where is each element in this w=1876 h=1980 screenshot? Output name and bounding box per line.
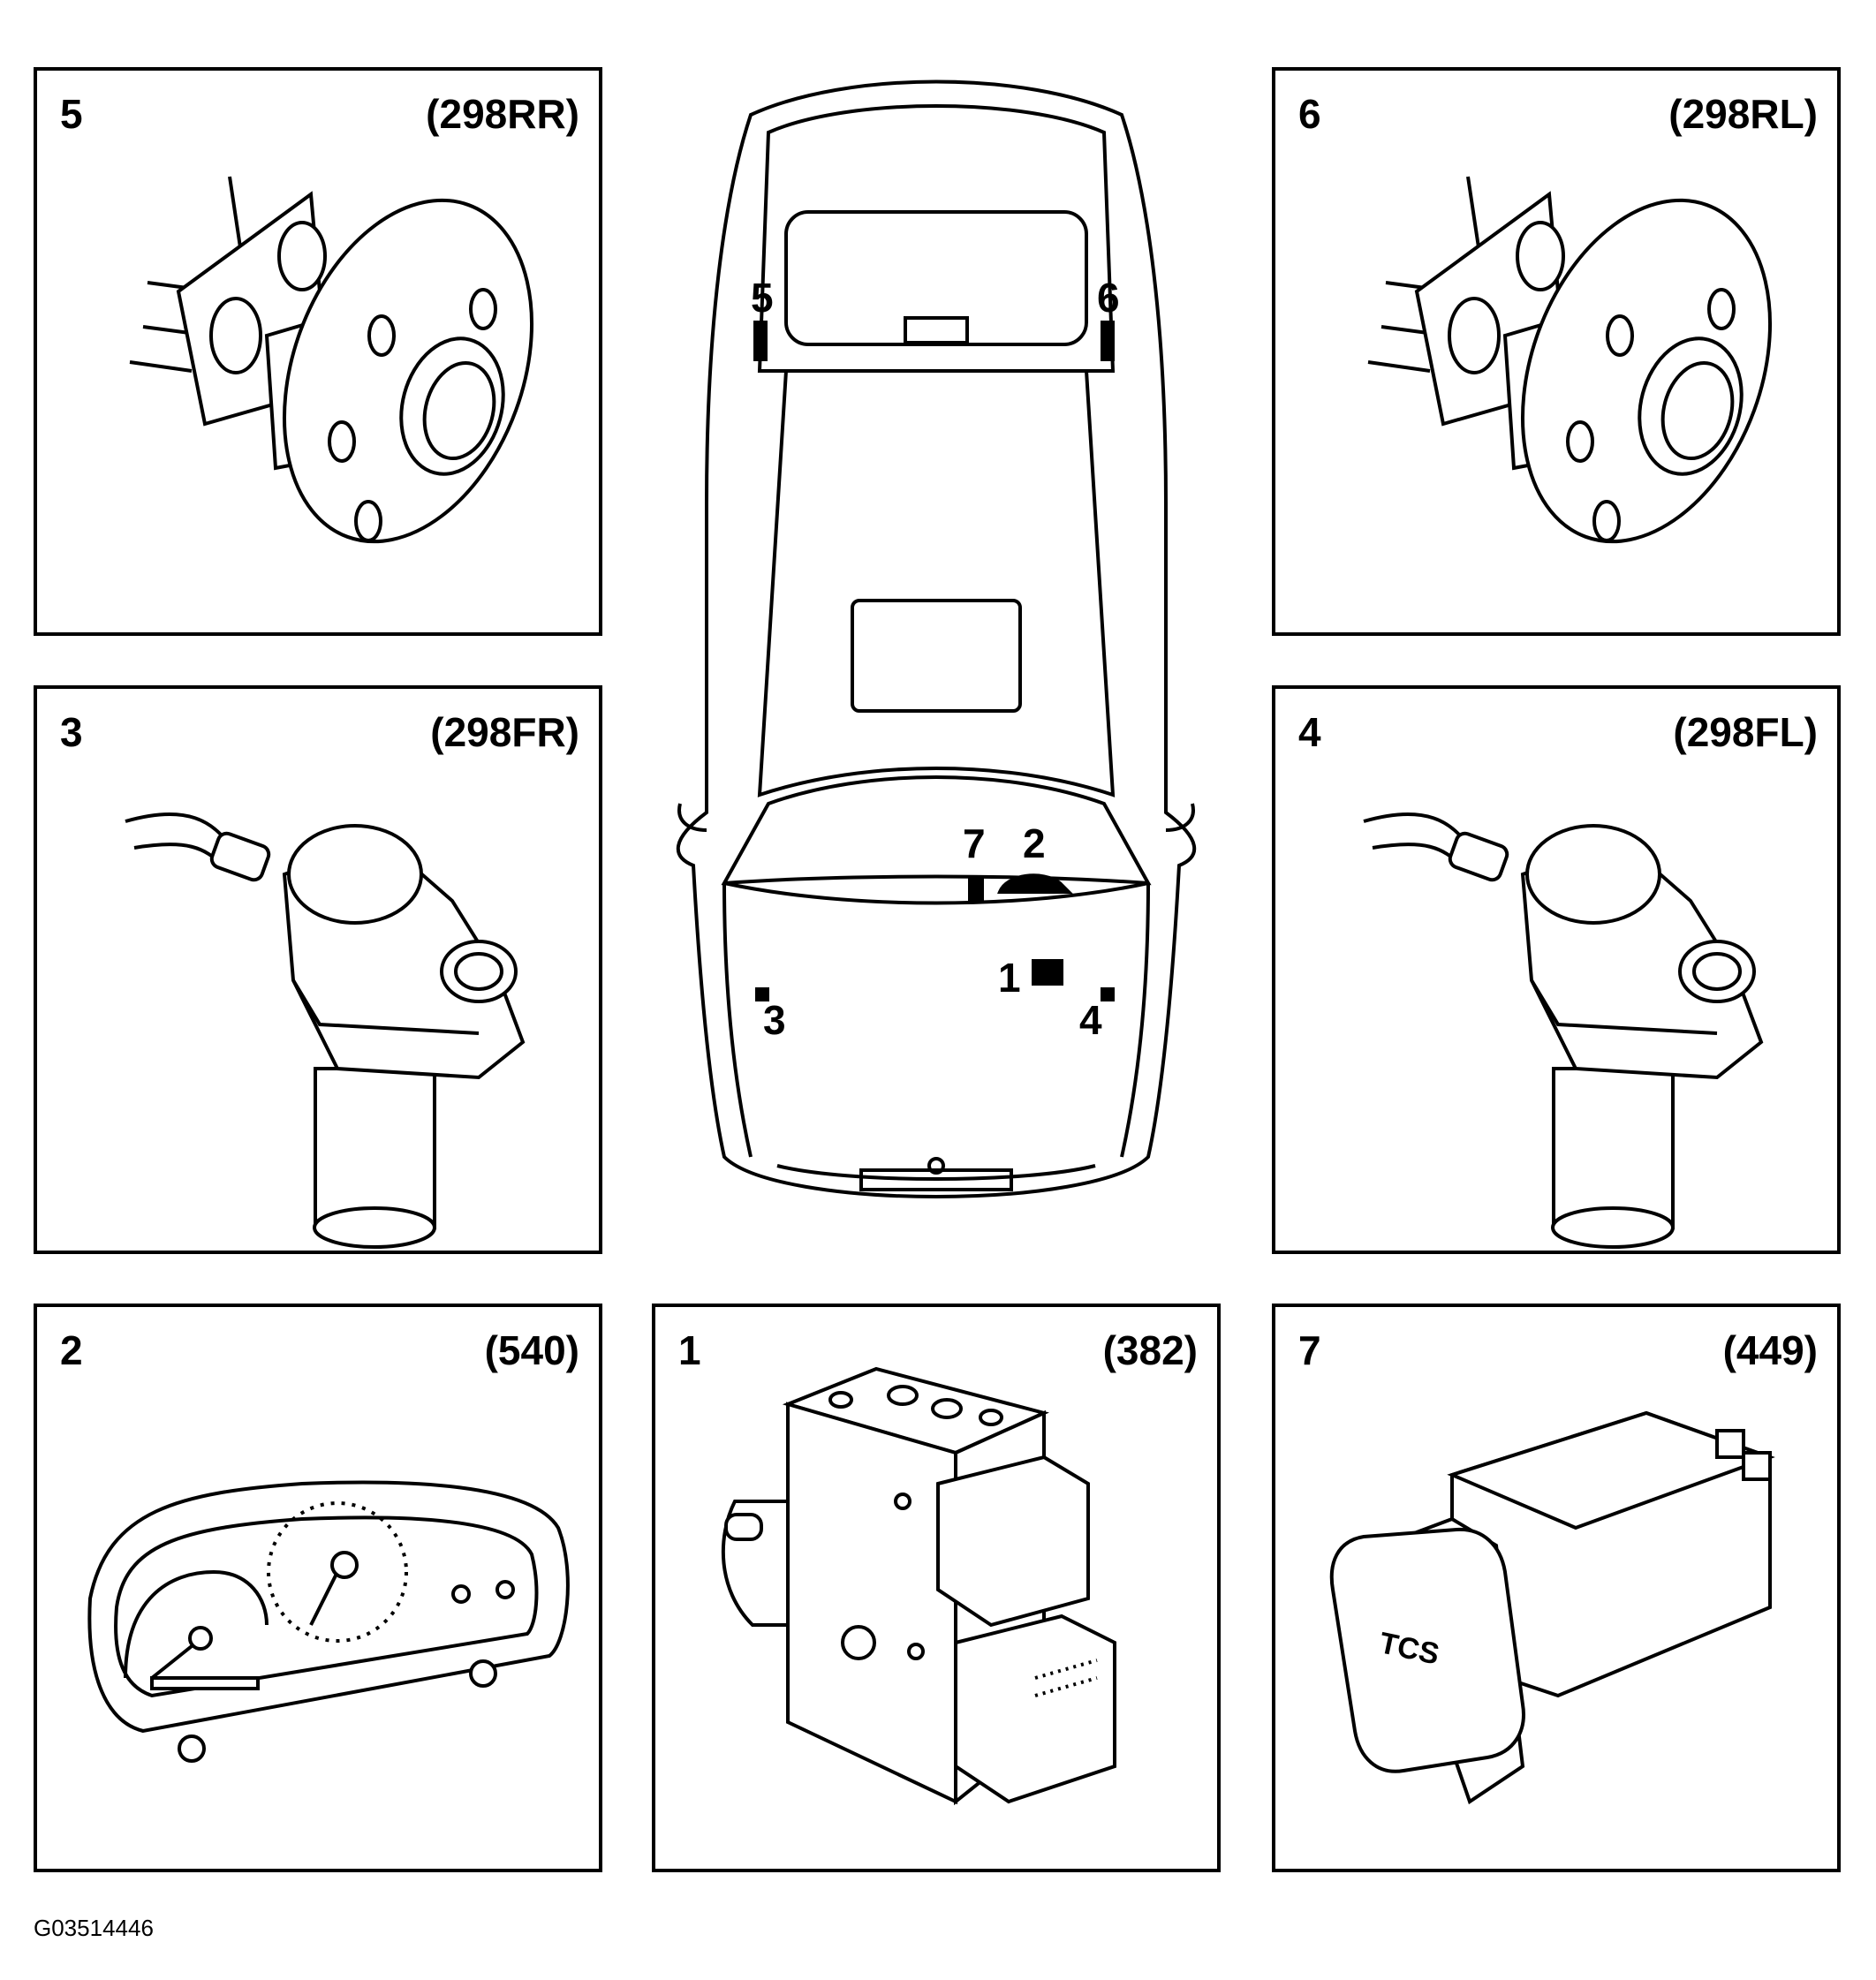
panel-number: 7: [1298, 1327, 1321, 1373]
car-callout-6: 6: [1097, 275, 1120, 321]
panel-number: 3: [60, 709, 83, 755]
panel-number: 4: [1298, 709, 1321, 755]
car-callout-5: 5: [751, 275, 774, 321]
panel-code: (298RL): [1668, 91, 1818, 137]
panel-number: 1: [678, 1327, 701, 1373]
vehicle-top-view: [676, 79, 1197, 1198]
car-callout-7: 7: [963, 820, 986, 866]
panel-number: 6: [1298, 91, 1321, 137]
panel-code: (298RR): [426, 91, 579, 137]
component-panel-5: 5 (298RR): [34, 67, 602, 636]
component-panel-3: 3 (298FR): [34, 685, 602, 1254]
rear-wheel-hub-icon: [129, 176, 534, 544]
panel-code: (298FR): [430, 709, 579, 755]
panel-code: (449): [1722, 1327, 1818, 1373]
component-panel-6: 6 (298RL): [1272, 67, 1841, 636]
tcs-switch-icon: TCS: [1329, 1410, 1775, 1805]
panel-code: (298FL): [1673, 709, 1818, 755]
panel-code: (382): [1102, 1327, 1198, 1373]
car-callout-3: 3: [763, 997, 786, 1043]
abs-control-module-icon: [721, 1366, 1116, 1806]
component-panel-4: 4 (298FL): [1272, 685, 1841, 1254]
component-panel-1: 1 (382): [652, 1304, 1221, 1872]
instrument-cluster-icon: [87, 1480, 570, 1763]
car-callout-2: 2: [1023, 820, 1046, 866]
component-panel-2: 2 (540): [34, 1304, 602, 1872]
figure-id: G03514446: [34, 1915, 154, 1941]
rear-wheel-hub-icon: [1367, 176, 1773, 544]
car-callout-1: 1: [998, 955, 1021, 1001]
car-callout-4: 4: [1079, 997, 1102, 1043]
panel-number: 5: [60, 91, 83, 137]
wheel-speed-sensor-icon: [125, 812, 526, 1249]
panel-number: 2: [60, 1327, 83, 1373]
panel-code: (540): [484, 1327, 579, 1373]
wheel-speed-sensor-icon: [1363, 812, 1764, 1249]
component-panel-7: 7 (449) TCS: [1272, 1304, 1841, 1872]
